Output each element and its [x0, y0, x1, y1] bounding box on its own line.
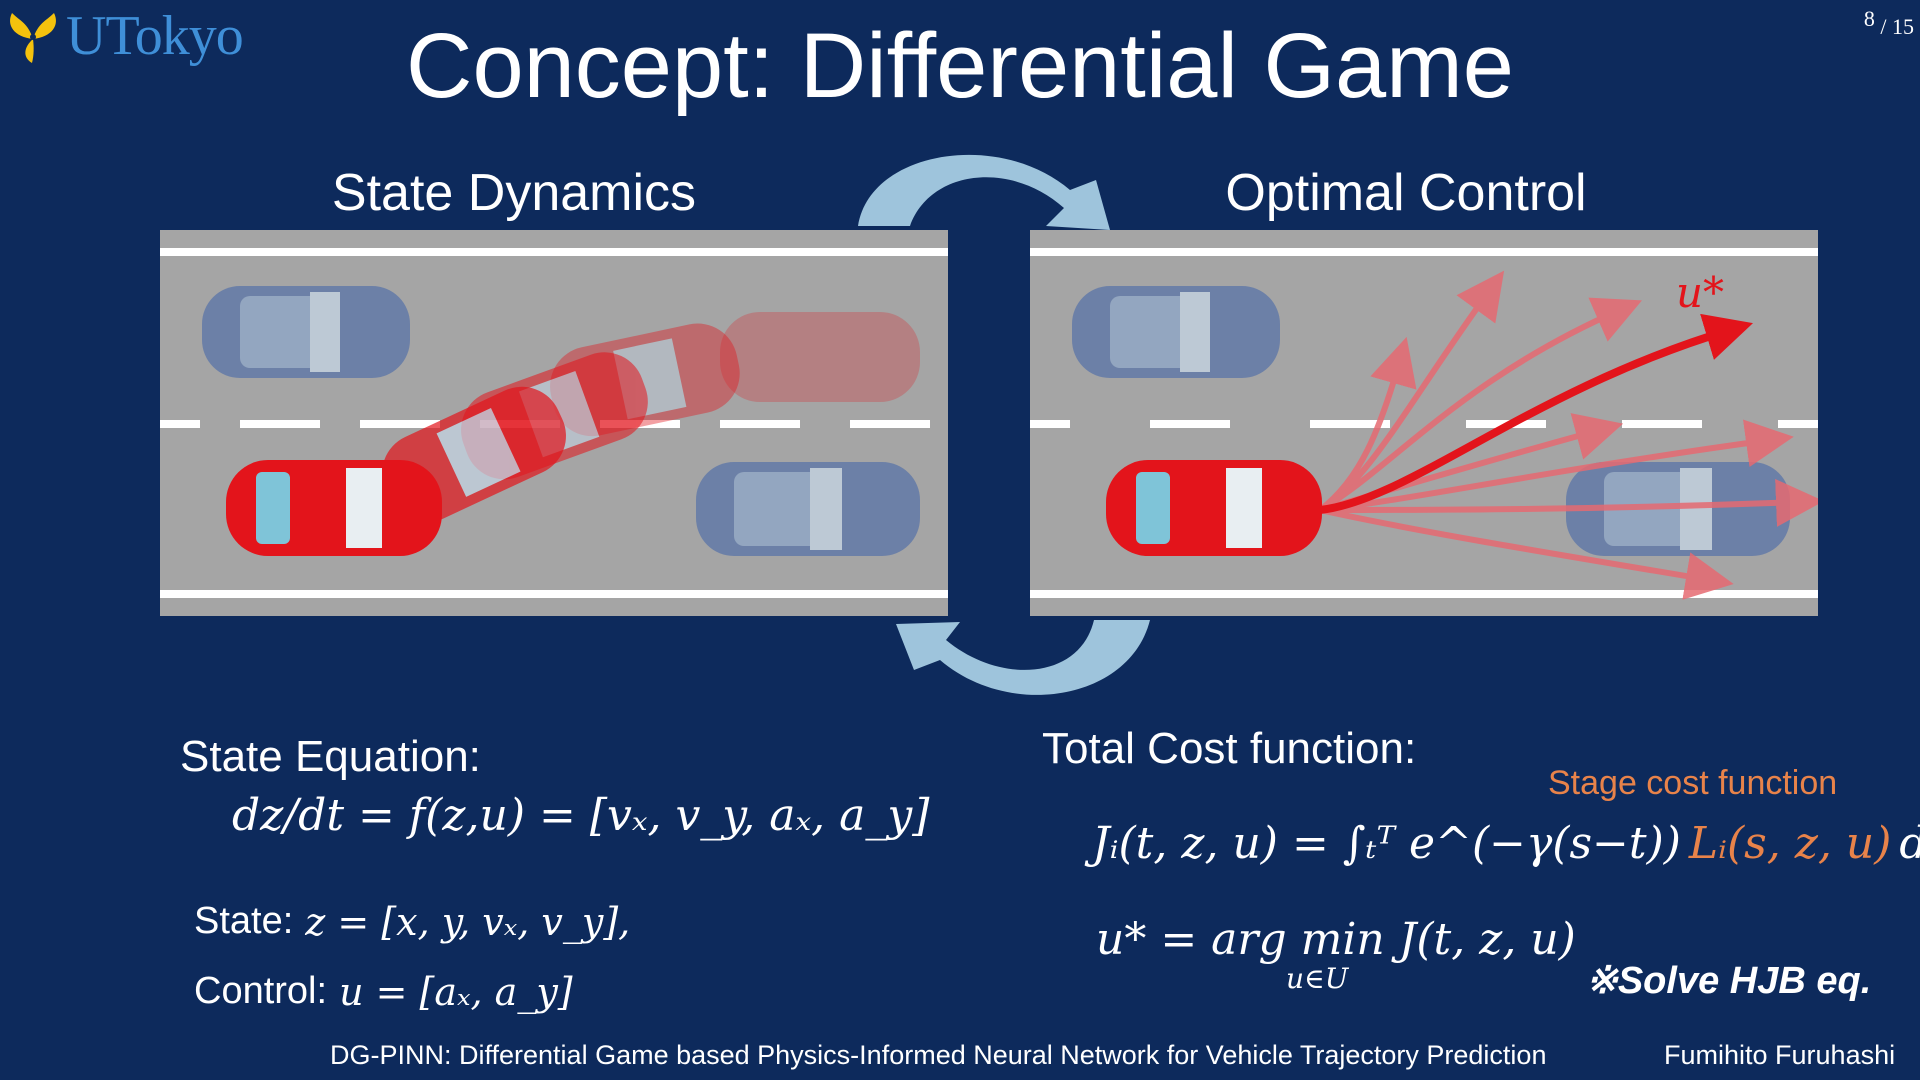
optimal-control-title: Optimal Control — [1225, 164, 1587, 222]
page-number: 8 / 15 — [1864, 6, 1914, 40]
ego-car-left — [226, 460, 442, 556]
state-dynamics-title: State Dynamics — [331, 164, 697, 222]
state-expression: z = [x, y, vₓ, v_y], — [305, 900, 631, 944]
cycle-arrows-icon — [858, 154, 1150, 695]
cost-equation-stage: Lᵢ(s, z, u) — [1688, 818, 1892, 869]
slide-title: Concept: Differential Game — [406, 15, 1514, 117]
other-car-top — [1072, 286, 1280, 378]
page-current: 8 — [1863, 6, 1875, 31]
utokyo-logo: UTokyo — [4, 4, 244, 68]
cost-equation: Jᵢ(t, z, u) = ∫ₜᵀ e^(−γ(s−t)) Lᵢ(s, z, u… — [1092, 818, 1920, 869]
logo-text: UTokyo — [66, 5, 244, 67]
argmin-equation: u* = arg min J(t, z, u) — [1096, 914, 1576, 965]
left-road-panel — [160, 230, 948, 616]
state-equation-heading: State Equation: — [180, 732, 481, 781]
optimal-control-label: u* — [1676, 268, 1725, 317]
total-cost-heading: Total Cost function: — [1042, 724, 1417, 773]
state-label: State: — [194, 900, 294, 942]
cost-equation-lhs: Jᵢ(t, z, u) = ∫ₜᵀ e^(−γ(s−t)) — [1092, 818, 1681, 869]
footer-title: DG-PINN: Differential Game based Physics… — [330, 1040, 1547, 1070]
ego-car-right — [1106, 460, 1322, 556]
ginkgo-icon — [10, 13, 56, 63]
other-car-top-left — [202, 286, 410, 378]
argmin-subscript: u∈U — [1286, 962, 1349, 995]
stage-cost-label: Stage cost function — [1548, 764, 1838, 802]
footer-author: Fumihito Furuhashi — [1664, 1040, 1896, 1070]
hjb-note: ※Solve HJB eq. — [1586, 960, 1872, 1002]
control-expression: u = [aₓ, a_y] — [339, 970, 573, 1014]
other-car-right — [696, 462, 920, 556]
left-road-scene — [160, 248, 948, 598]
control-label: Control: — [194, 970, 328, 1012]
right-road-scene — [1030, 248, 1824, 600]
state-definition: State: z = [x, y, vₓ, v_y], — [194, 900, 630, 944]
control-definition: Control: u = [aₓ, a_y] — [194, 970, 573, 1014]
cost-equation-tail: ds — [1899, 818, 1920, 869]
state-equation: dz/dt = f(z,u) = [vₓ, v_y, aₓ, a_y] — [232, 790, 930, 841]
right-road-panel: u* — [1030, 230, 1824, 616]
page-total: / 15 — [1880, 14, 1914, 39]
optimal-trajectory — [1319, 313, 1753, 514]
